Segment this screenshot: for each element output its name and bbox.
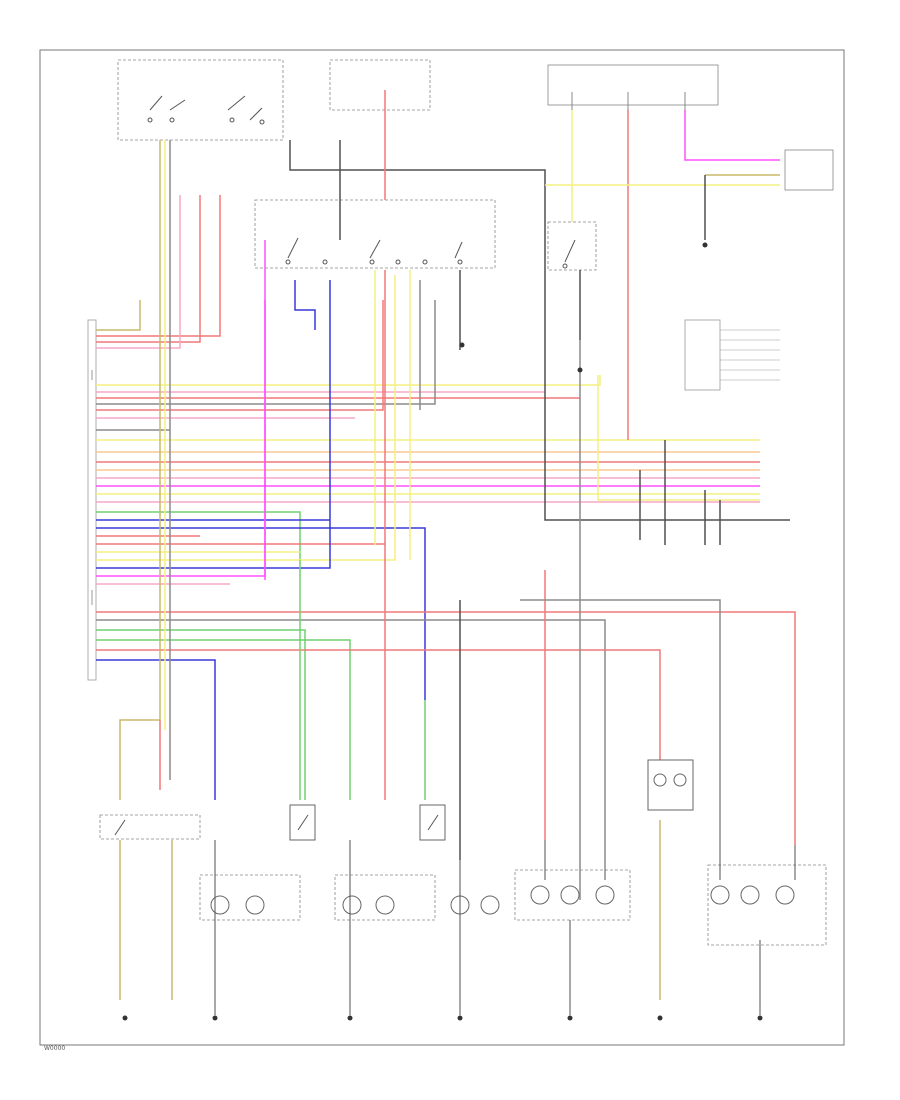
diagram-frame xyxy=(39,49,845,1046)
backup-switch xyxy=(99,814,201,1000)
harness-wires xyxy=(96,195,796,845)
fuse-boxes-top xyxy=(329,59,719,111)
ground-wires xyxy=(214,780,796,1015)
left-taillight xyxy=(514,869,631,921)
control-module xyxy=(87,319,97,681)
light-switch-right xyxy=(784,149,834,191)
right-headlight xyxy=(334,874,436,921)
left-high-beam-relay xyxy=(289,804,316,841)
right-taillight xyxy=(707,864,827,946)
ground-symbols xyxy=(122,242,763,1021)
connector-block-right xyxy=(684,319,780,391)
dimmer-switch xyxy=(254,199,496,269)
right-high-beam-relay xyxy=(419,804,446,841)
vertical-wires xyxy=(119,90,790,1000)
rear-fog-relay xyxy=(647,759,694,811)
left-headlight xyxy=(199,874,301,921)
license-lamp xyxy=(450,895,500,915)
headlight-switch xyxy=(117,59,284,141)
brake-light-switch xyxy=(547,221,597,271)
diagram-code: W0000 xyxy=(44,1045,65,1052)
